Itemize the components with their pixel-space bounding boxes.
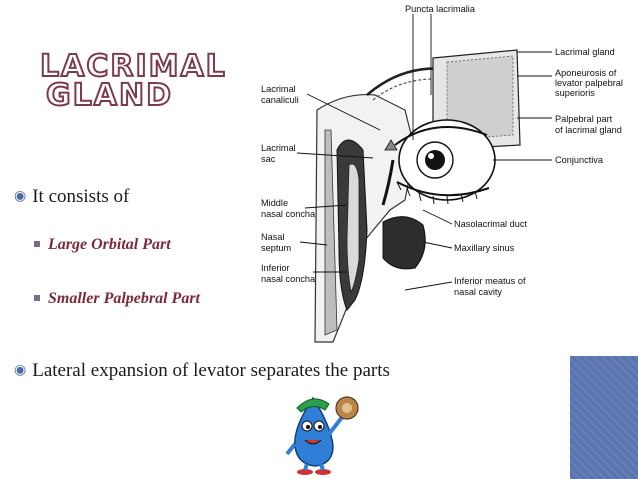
lacrimal-gland-orbital-part bbox=[446, 55, 514, 141]
sub-bullet-palpebral: Smaller Palpebral Part bbox=[34, 290, 200, 308]
label-inferior-concha-2: nasal concha bbox=[261, 274, 316, 284]
eyelashes-shape bbox=[396, 181, 478, 205]
label-inferior-meatus-2: nasal cavity bbox=[454, 287, 502, 297]
title-line-1: LACRIMAL bbox=[39, 49, 227, 84]
label-lacrimal-canaliculi-2: canaliculi bbox=[261, 95, 299, 105]
nasolacrimal-duct-shape bbox=[381, 159, 395, 206]
label-nasolacrimal-duct: Nasolacrimal duct bbox=[454, 219, 527, 229]
label-inferior-meatus-1: Inferior meatus of bbox=[454, 276, 526, 286]
label-palpebral-1: Palpebral part bbox=[555, 114, 613, 124]
lacrimal-anatomy-diagram: Puncta lacrimalia Lacrimal gland Aponeur… bbox=[261, 4, 623, 343]
label-aponeurosis-3: superioris bbox=[555, 88, 595, 98]
label-aponeurosis-2: levator palpebral bbox=[555, 78, 623, 88]
label-middle-concha-1: Middle bbox=[261, 198, 288, 208]
nasal-septum-shape bbox=[324, 129, 338, 336]
label-aponeurosis-1: Aponeurosis of bbox=[555, 68, 617, 78]
sub-bullet-orbital: Large Orbital Part bbox=[34, 236, 171, 254]
lower-eyelid-shape bbox=[396, 181, 490, 197]
bullet-marker-icon: ◉ bbox=[14, 363, 27, 378]
nasal-concha-shape bbox=[346, 163, 360, 294]
upper-eyelid-shape bbox=[394, 126, 488, 146]
leader-lines bbox=[296, 14, 552, 291]
bullet-marker-icon: ◉ bbox=[14, 189, 27, 204]
label-middle-concha-2: nasal concha bbox=[261, 209, 316, 219]
maxillary-sinus-shape bbox=[382, 216, 426, 270]
label-lacrimal-gland: Lacrimal gland bbox=[555, 47, 615, 57]
bullet-consists: ◉ It consists of bbox=[14, 186, 129, 208]
sub-bullet-text: Smaller Palpebral Part bbox=[48, 290, 200, 307]
square-bullet-icon bbox=[34, 241, 40, 247]
bullet-lateral-expansion: ◉ Lateral expansion of levator separates … bbox=[14, 360, 390, 382]
waterdrop-mascot-icon bbox=[285, 396, 359, 475]
bullet-text: Lateral expansion of levator separates t… bbox=[32, 360, 390, 381]
label-inferior-concha-1: Inferior bbox=[261, 263, 290, 273]
sub-bullet-text: Large Orbital Part bbox=[48, 236, 171, 253]
lacrimal-sac-shape bbox=[384, 139, 398, 151]
label-lacrimal-sac-2: sac bbox=[261, 154, 276, 164]
label-lacrimal-sac-1: Lacrimal bbox=[261, 143, 296, 153]
bullet-text: It consists of bbox=[32, 186, 130, 207]
title-line-2: GLAND bbox=[45, 78, 173, 114]
label-nasal-septum-1: Nasal bbox=[261, 232, 285, 242]
label-maxillary-sinus: Maxillary sinus bbox=[454, 243, 515, 253]
label-conjunctiva: Conjunctiva bbox=[555, 155, 604, 165]
pupil-shape bbox=[425, 150, 445, 170]
label-palpebral-2: of lacrimal gland bbox=[555, 125, 622, 135]
decorative-corner-block bbox=[570, 356, 638, 479]
square-bullet-icon bbox=[34, 295, 40, 301]
pupil-highlight-shape bbox=[428, 153, 434, 159]
label-puncta-lacrimalia: Puncta lacrimalia bbox=[405, 4, 476, 14]
slide-title: LACRIMAL GLAND bbox=[39, 49, 260, 114]
label-lacrimal-canaliculi-1: Lacrimal bbox=[261, 84, 296, 94]
label-nasal-septum-2: septum bbox=[261, 243, 291, 253]
